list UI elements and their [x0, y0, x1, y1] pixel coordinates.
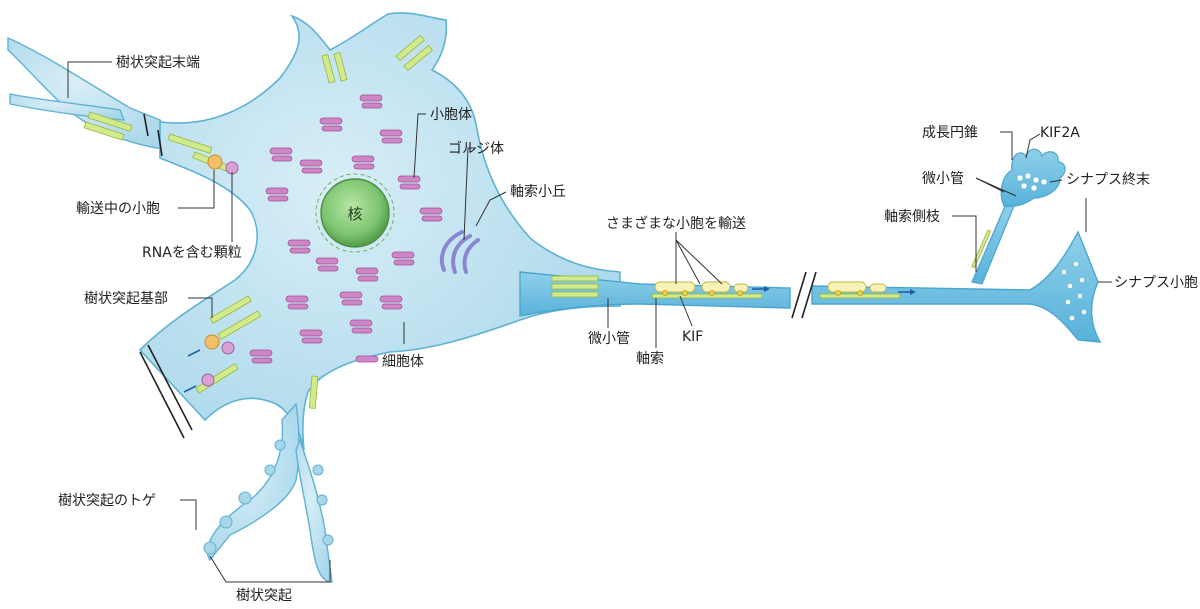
label-axon-hillock: 軸索小丘: [510, 183, 566, 200]
axon-break: [791, 271, 817, 319]
label-kif: KIF: [682, 329, 703, 345]
label-dendritic-spine: 樹状突起のトゲ: [58, 493, 156, 509]
label-kif2a: KIF2A: [1040, 125, 1080, 141]
label-vesicle-er: 小胞体: [430, 107, 472, 123]
axon-microtubules: [551, 275, 901, 299]
nucleus: 核: [315, 173, 395, 253]
label-axon: 軸索: [636, 350, 664, 367]
label-synaptic-terminal: シナプス終末: [1066, 172, 1150, 188]
label-golgi: ゴルジ体: [448, 140, 504, 157]
axon-collateral: [971, 203, 1015, 285]
leader-lines: [67, 61, 1112, 583]
dendritic-spines: [203, 439, 334, 555]
er-stacks: [249, 94, 443, 364]
axon-shape: [519, 230, 1102, 343]
label-microtubule-branch: 微小管: [922, 171, 964, 187]
label-dendrite-terminal: 樹状突起末端: [116, 55, 200, 71]
growth-cone: [1000, 148, 1066, 208]
label-various-vesicles: さまざまな小胞を輸送: [606, 215, 746, 232]
microtubules-soma: [83, 34, 433, 409]
label-axon-collateral: 軸索側枝: [884, 208, 940, 225]
label-vesicle-in-transport: 輸送中の小胞: [76, 201, 160, 217]
label-growth-cone: 成長円錐: [922, 125, 978, 141]
label-dendrite-base: 樹状突起基部: [84, 290, 168, 307]
label-synaptic-vesicle: シナプス小胞: [1114, 275, 1198, 291]
label-dendrite: 樹状突起: [236, 588, 292, 604]
cut-marks: [139, 113, 193, 439]
label-microtubule-axon: 微小管: [588, 331, 630, 347]
transported-vesicles: [654, 281, 916, 296]
nucleus-label: 核: [347, 205, 362, 223]
label-rna-granule: RNAを含む顆粒: [142, 245, 242, 261]
synaptic-vesicles: [1061, 261, 1087, 321]
golgi-apparatus: [439, 230, 480, 274]
label-cell-body: 細胞体: [382, 354, 424, 370]
